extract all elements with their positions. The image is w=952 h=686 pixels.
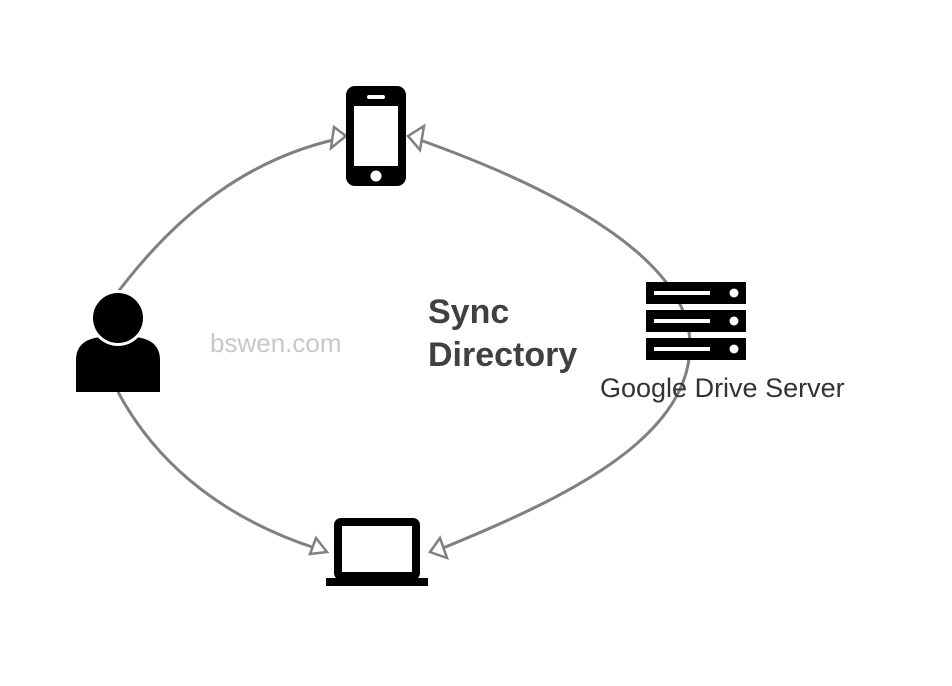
arrowhead-laptop-left <box>308 535 330 556</box>
center-label-line1: Sync <box>428 293 509 331</box>
edge-user-to-laptop <box>116 391 316 550</box>
server-label: Google Drive Server <box>600 373 845 403</box>
laptop-icon <box>326 518 428 586</box>
smartphone-icon <box>346 86 406 186</box>
arrowhead-phone-right <box>406 123 426 153</box>
arrowhead-laptop-right <box>428 535 450 561</box>
edge-server-to-laptop <box>442 344 692 550</box>
center-label-line2: Directory <box>428 336 577 374</box>
arrowhead-phone-left <box>329 124 349 151</box>
edge-user-to-phone <box>116 138 334 293</box>
user-icon <box>76 290 160 392</box>
server-icon <box>646 282 746 360</box>
watermark-text: bswen.com <box>210 328 342 358</box>
